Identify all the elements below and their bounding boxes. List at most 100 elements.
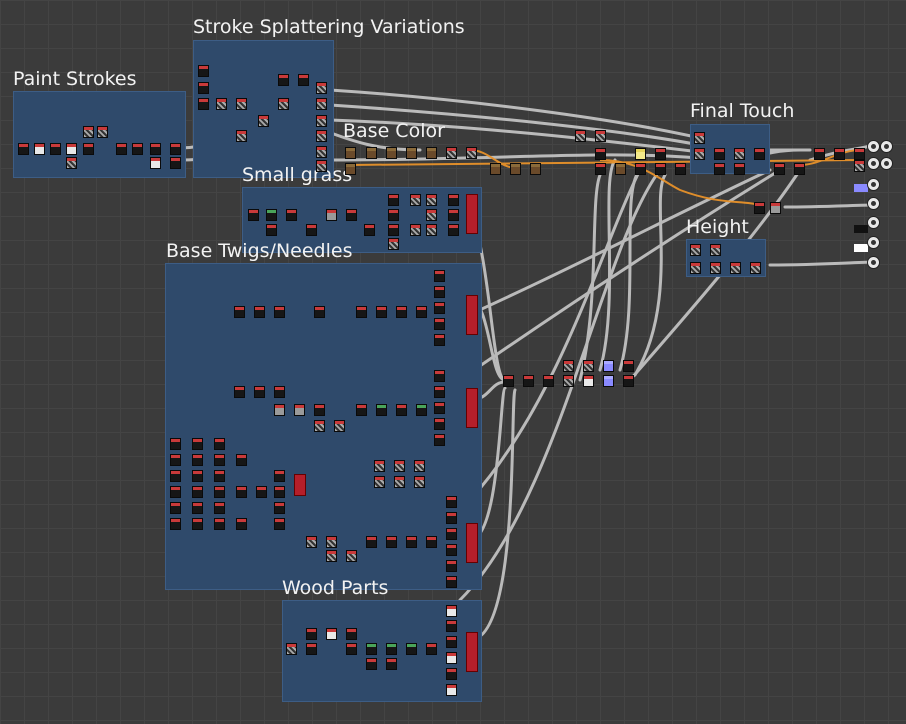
graph-node[interactable]: [248, 209, 259, 221]
graph-node[interactable]: [523, 375, 534, 387]
graph-node[interactable]: [266, 224, 277, 236]
graph-node[interactable]: [83, 143, 94, 155]
graph-node[interactable]: [170, 454, 181, 466]
blend-node[interactable]: [294, 474, 306, 496]
graph-node[interactable]: [326, 209, 337, 221]
graph-node[interactable]: [234, 306, 245, 318]
graph-node[interactable]: [426, 536, 437, 548]
graph-node[interactable]: [316, 115, 327, 127]
graph-node[interactable]: [132, 143, 143, 155]
graph-node[interactable]: [356, 306, 367, 318]
graph-node[interactable]: [274, 486, 285, 498]
blend-node[interactable]: [466, 388, 478, 428]
graph-node[interactable]: [583, 375, 594, 387]
graph-node[interactable]: [595, 163, 606, 175]
graph-node[interactable]: [575, 130, 586, 142]
graph-node[interactable]: [386, 643, 397, 655]
graph-node[interactable]: [434, 286, 445, 298]
graph-node[interactable]: [334, 420, 345, 432]
graph-node[interactable]: [278, 74, 289, 86]
graph-node[interactable]: [258, 115, 269, 127]
graph-node[interactable]: [730, 262, 741, 274]
graph-node[interactable]: [214, 470, 225, 482]
graph-node[interactable]: [414, 460, 425, 472]
graph-node[interactable]: [214, 518, 225, 530]
graph-node[interactable]: [316, 130, 327, 142]
graph-node[interactable]: [316, 160, 327, 172]
graph-node[interactable]: [214, 454, 225, 466]
graph-node[interactable]: [234, 386, 245, 398]
graph-node[interactable]: [530, 163, 541, 175]
output-node-icon[interactable]: [880, 157, 893, 170]
graph-node[interactable]: [388, 224, 399, 236]
graph-node[interactable]: [314, 404, 325, 416]
graph-node[interactable]: [346, 628, 357, 640]
graph-node[interactable]: [623, 375, 634, 387]
graph-node[interactable]: [294, 404, 305, 416]
graph-node[interactable]: [256, 486, 267, 498]
graph-node[interactable]: [306, 536, 317, 548]
graph-node[interactable]: [595, 130, 606, 142]
graph-node[interactable]: [366, 658, 377, 670]
blend-node[interactable]: [466, 194, 478, 234]
graph-node[interactable]: [192, 518, 203, 530]
graph-node[interactable]: [366, 643, 377, 655]
graph-node[interactable]: [170, 438, 181, 450]
graph-node[interactable]: [236, 98, 247, 110]
graph-node[interactable]: [615, 163, 626, 175]
graph-node[interactable]: [434, 418, 445, 430]
graph-node[interactable]: [434, 318, 445, 330]
graph-node[interactable]: [170, 486, 181, 498]
graph-node[interactable]: [150, 143, 161, 155]
graph-node[interactable]: [655, 163, 666, 175]
graph-node[interactable]: [734, 148, 745, 160]
graph-node[interactable]: [306, 628, 317, 640]
graph-node[interactable]: [192, 486, 203, 498]
graph-node[interactable]: [274, 502, 285, 514]
graph-node[interactable]: [406, 147, 417, 159]
graph-node[interactable]: [306, 224, 317, 236]
blend-node[interactable]: [466, 523, 478, 563]
graph-node[interactable]: [396, 306, 407, 318]
graph-node[interactable]: [446, 684, 457, 696]
graph-node[interactable]: [543, 375, 554, 387]
graph-node[interactable]: [406, 536, 417, 548]
graph-node[interactable]: [198, 98, 209, 110]
graph-node[interactable]: [316, 82, 327, 94]
graph-node[interactable]: [236, 454, 247, 466]
graph-node[interactable]: [170, 502, 181, 514]
graph-node[interactable]: [286, 209, 297, 221]
graph-node[interactable]: [236, 130, 247, 142]
graph-node[interactable]: [388, 238, 399, 250]
graph-node[interactable]: [366, 147, 377, 159]
graph-node[interactable]: [214, 438, 225, 450]
graph-node[interactable]: [434, 270, 445, 282]
graph-node[interactable]: [603, 360, 614, 372]
graph-node[interactable]: [774, 163, 785, 175]
output-node-icon[interactable]: [880, 140, 893, 153]
graph-node[interactable]: [386, 147, 397, 159]
graph-node[interactable]: [326, 536, 337, 548]
graph-node[interactable]: [563, 360, 574, 372]
graph-node[interactable]: [326, 550, 337, 562]
graph-node[interactable]: [448, 224, 459, 236]
graph-node[interactable]: [854, 160, 865, 172]
graph-node[interactable]: [366, 536, 377, 548]
graph-node[interactable]: [116, 143, 127, 155]
graph-node[interactable]: [394, 476, 405, 488]
graph-node[interactable]: [198, 65, 209, 77]
graph-node[interactable]: [563, 375, 574, 387]
graph-node[interactable]: [434, 334, 445, 346]
graph-node[interactable]: [356, 404, 367, 416]
graph-node[interactable]: [346, 643, 357, 655]
graph-node[interactable]: [446, 668, 457, 680]
graph-node[interactable]: [426, 209, 437, 221]
graph-node[interactable]: [170, 143, 181, 155]
graph-node[interactable]: [406, 643, 417, 655]
output-node-icon[interactable]: [867, 140, 880, 153]
graph-node[interactable]: [434, 434, 445, 446]
graph-node[interactable]: [503, 375, 514, 387]
graph-node[interactable]: [694, 132, 705, 144]
graph-node[interactable]: [316, 146, 327, 158]
graph-node[interactable]: [306, 643, 317, 655]
